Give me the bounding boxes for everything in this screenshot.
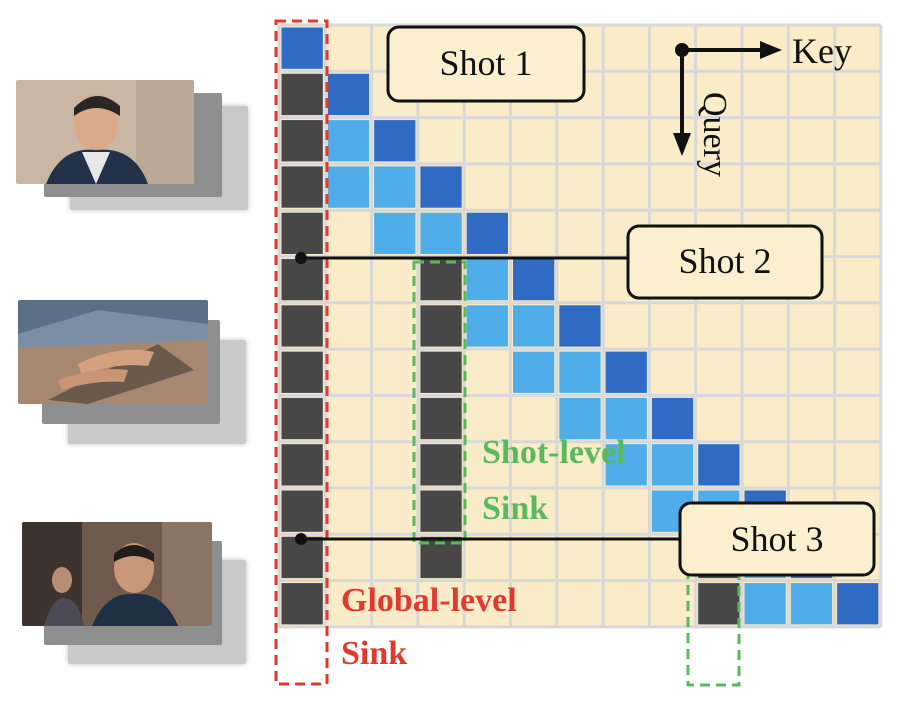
grid-cell-local — [327, 120, 370, 162]
shot2-sink-cell — [420, 351, 462, 393]
grid-cell-local — [651, 444, 694, 486]
global-sink-cell — [281, 73, 323, 116]
key-arrowhead-icon — [760, 41, 782, 59]
grid-cell-diagonal — [466, 212, 508, 254]
grid-lines — [277, 23, 883, 629]
shot1-image — [16, 80, 194, 184]
query-arrowhead-icon — [673, 133, 691, 156]
global-sink-outline — [274, 19, 329, 686]
grid-cell-local — [466, 305, 508, 347]
shot2-label-box: Shot 2 — [626, 224, 824, 300]
shot2-sink-cell — [420, 397, 462, 440]
shot2-sink-cell — [420, 490, 462, 532]
key-axis-label: Key — [792, 31, 852, 71]
shot-sink-label-line1: Shot-level — [482, 434, 626, 471]
shot2-image — [18, 300, 208, 404]
shot3-label: Shot 3 — [730, 519, 823, 559]
global-sink-label-line1: Global-level — [341, 582, 517, 619]
shot2-connector-dot — [295, 252, 307, 264]
global-sink-cell — [281, 212, 323, 254]
shot2-sink-cell — [420, 259, 462, 301]
grid-cell-local — [420, 212, 462, 254]
grid-cell-diagonal — [374, 120, 416, 162]
global-sink-cell — [281, 120, 323, 162]
grid-cell-local — [513, 351, 555, 393]
grid-cell-local — [466, 259, 508, 301]
grid-cell-local — [605, 397, 647, 440]
grid-cell-local — [513, 305, 555, 347]
shot3-thumbnail — [22, 522, 212, 626]
shot3-sink-cell — [698, 583, 740, 625]
grid-cell-local — [327, 166, 370, 208]
shot-sink-label-line2: Sink — [482, 490, 548, 527]
global-sink-label-line2: Sink — [341, 635, 407, 672]
shot1-label: Shot 1 — [439, 43, 532, 83]
global-sink-cell — [281, 351, 323, 393]
grid-cell-local — [559, 397, 601, 440]
global-sink-cell — [281, 305, 323, 347]
grid-cell-diagonal — [513, 259, 555, 301]
grid-cell-diagonal — [698, 444, 740, 486]
grid-cell-local — [374, 166, 416, 208]
grid-cell-diagonal — [837, 583, 879, 625]
grid-cell-local — [605, 444, 647, 486]
axis-indicator: Key Query — [673, 31, 852, 177]
query-axis-label: Query — [696, 92, 733, 177]
global-sink-cell — [281, 259, 323, 301]
global-sink-cell — [281, 397, 323, 440]
shot2-label: Shot 2 — [678, 241, 771, 281]
grid-cell-local — [744, 583, 786, 625]
grid-cell-local — [559, 351, 601, 393]
grid-cell-diagonal — [559, 305, 601, 347]
grid-cell-diagonal — [281, 27, 323, 69]
shot3-label-box: Shot 3 — [678, 501, 876, 577]
shot2-sink-cell — [420, 444, 462, 486]
grid-cell-local — [790, 583, 833, 625]
grid-cell-diagonal — [651, 397, 694, 440]
global-sink-cell — [281, 490, 323, 532]
shot2-sink-cell — [420, 305, 462, 347]
shot2-sink-outline — [412, 260, 467, 545]
grid-cell-diagonal — [420, 166, 462, 208]
shot2-thumbnail — [18, 300, 208, 404]
global-sink-cell — [281, 444, 323, 486]
grid-cell-local — [374, 212, 416, 254]
global-sink-cell — [281, 583, 323, 625]
shot1-thumbnail — [16, 80, 194, 184]
shot3-connector-dot — [295, 533, 307, 545]
shot1-label-box: Shot 1 — [386, 25, 586, 103]
shot3-image — [22, 522, 212, 626]
grid-cell-diagonal — [327, 73, 370, 116]
global-sink-cell — [281, 166, 323, 208]
grid-cell-diagonal — [605, 351, 647, 393]
